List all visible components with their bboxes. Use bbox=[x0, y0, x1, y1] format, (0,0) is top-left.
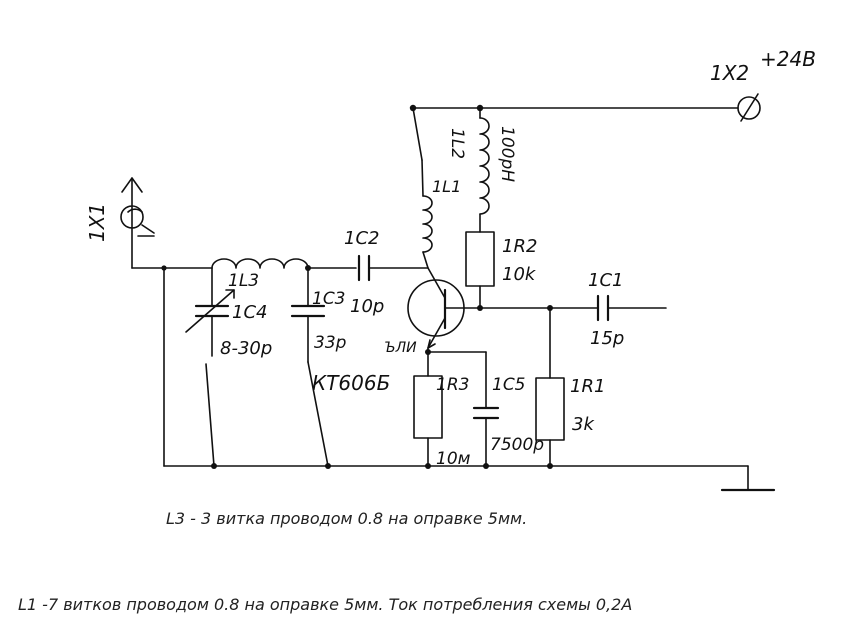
r2-ref-label: 1R2 bbox=[502, 236, 537, 257]
emitter-network bbox=[425, 347, 487, 409]
r1-value-label: 3k bbox=[572, 414, 595, 435]
c3-value-label: 33p bbox=[314, 333, 347, 353]
x1-ref-label: 1X1 bbox=[85, 203, 109, 242]
capacitor-c2 bbox=[357, 254, 429, 282]
c4-value-label: 8-30p bbox=[220, 338, 272, 359]
x2-voltage-label: +24В bbox=[760, 47, 816, 71]
inductor-l1 bbox=[412, 107, 433, 269]
c1-value-label: 15p bbox=[590, 328, 624, 349]
c2-ref-label: 1C2 bbox=[344, 228, 379, 249]
r3-value-label: 10м bbox=[436, 449, 471, 469]
resistor-r1 bbox=[535, 307, 565, 467]
capacitor-c1 bbox=[477, 294, 667, 322]
capacitor-c4 bbox=[185, 267, 235, 467]
r3-ref-label: 1R3 bbox=[436, 375, 469, 395]
supply-rail bbox=[409, 104, 739, 112]
x2-ref-label: 1X2 bbox=[710, 61, 749, 85]
connector-x1 bbox=[120, 177, 155, 269]
c5-value-label: 7500p bbox=[490, 435, 544, 455]
capacitor-c5 bbox=[472, 406, 500, 467]
note-l1: L1 -7 витков проводом 0.8 на оправке 5мм… bbox=[18, 595, 632, 614]
ground-rail bbox=[161, 265, 776, 492]
c5-ref-label: 1C5 bbox=[492, 375, 526, 395]
l2-ref-label: 1L2 bbox=[447, 128, 467, 159]
transistor-pins-label: ЪЛИ bbox=[384, 340, 417, 356]
transistor-type-label: КТ606Б bbox=[312, 371, 390, 395]
c3-ref-label: 1C3 bbox=[312, 289, 346, 309]
resistor-r2 bbox=[465, 231, 495, 309]
c1-ref-label: 1C1 bbox=[588, 270, 623, 291]
inductor-l3 bbox=[131, 258, 357, 271]
r2-value-label: 10k bbox=[502, 264, 537, 285]
c4-ref-label: 1C4 bbox=[232, 302, 267, 323]
r1-ref-label: 1R1 bbox=[570, 376, 605, 397]
inductor-l2 bbox=[479, 107, 490, 233]
note-l3: L3 - 3 витка проводом 0.8 на оправке 5мм… bbox=[166, 509, 527, 528]
l1-ref-label: 1L1 bbox=[432, 177, 461, 196]
transistor-q1 bbox=[407, 267, 481, 349]
l2-value-label: 100рН bbox=[497, 126, 517, 182]
c2-value-label: 10p bbox=[350, 296, 384, 317]
l3-ref-label: 1L3 bbox=[228, 271, 259, 291]
capacitor-c3 bbox=[290, 267, 329, 467]
resistor-r3 bbox=[413, 375, 443, 467]
terminal-x2 bbox=[737, 93, 761, 122]
